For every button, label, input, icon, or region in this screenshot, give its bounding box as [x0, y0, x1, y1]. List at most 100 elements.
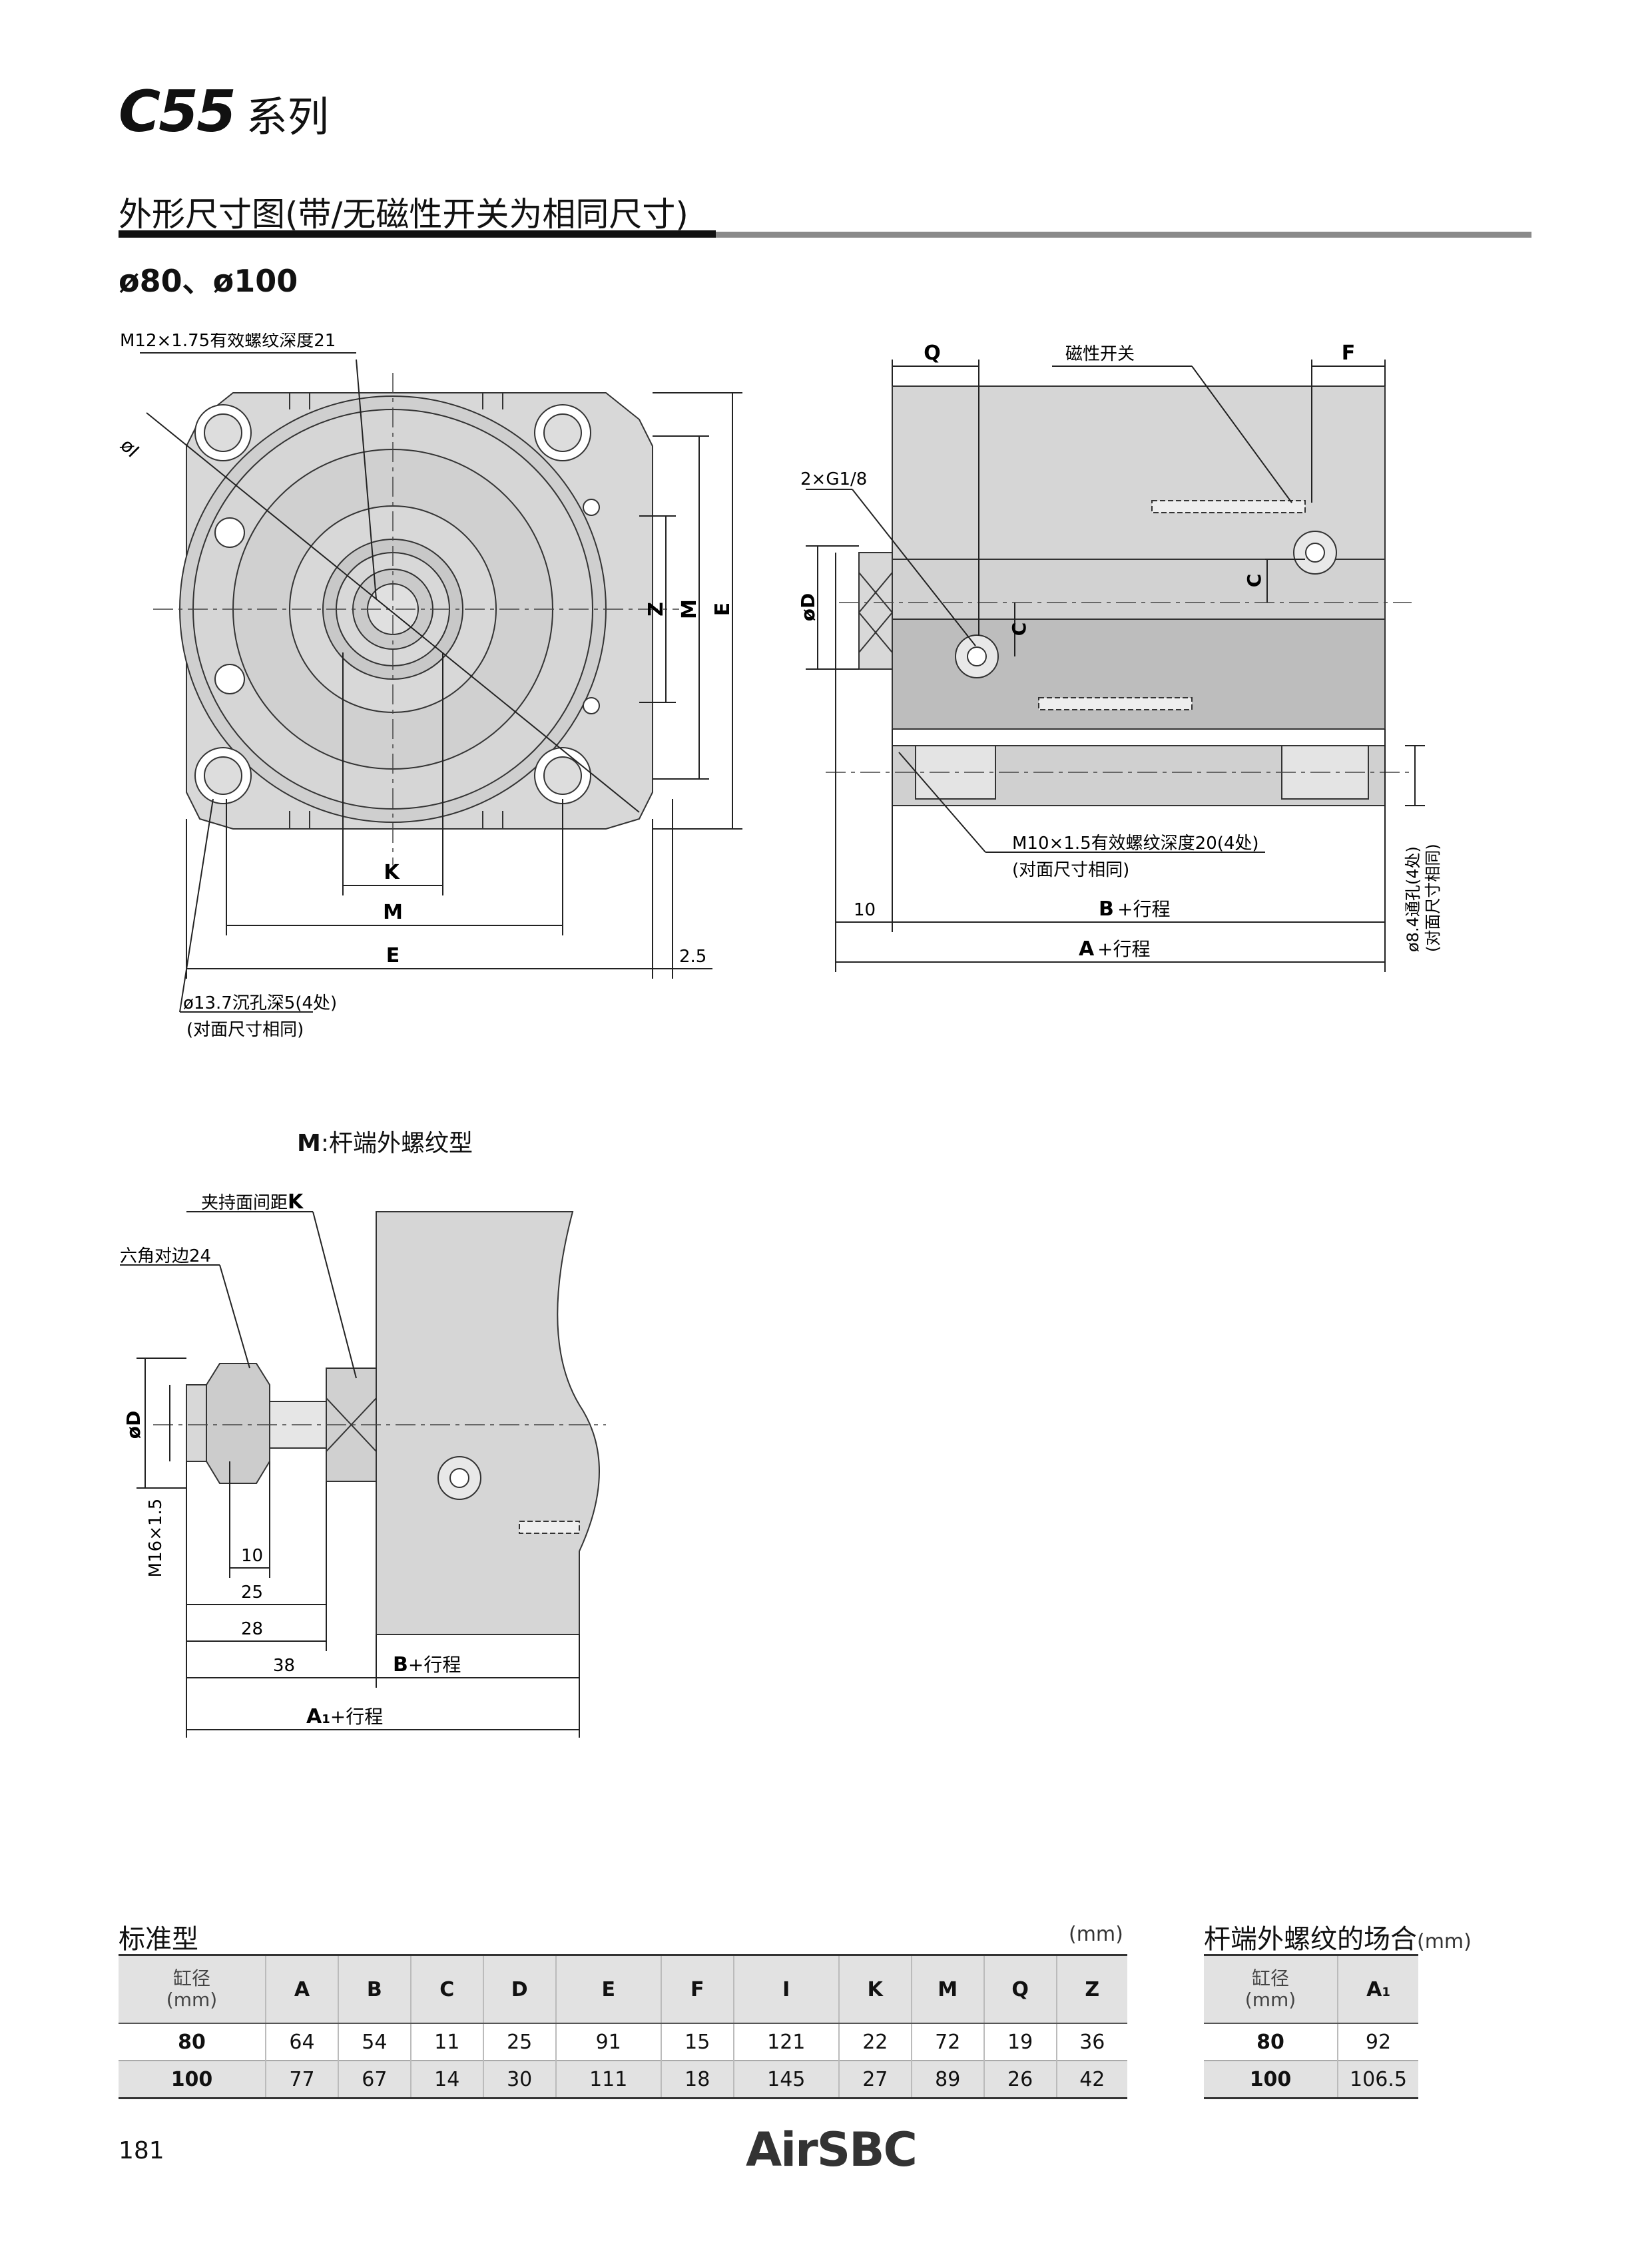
dim-m-label: M	[383, 901, 403, 924]
dim-b-label: B	[1099, 897, 1114, 921]
col-d: D	[482, 1956, 556, 2024]
counterbore-note-2: (对面尺寸相同)	[186, 1020, 304, 1040]
m-dim-b: B+行程	[393, 1653, 461, 1676]
counterbore-note: ø13.7沉孔深5(4处)	[183, 993, 337, 1013]
m-type-title: M:杆端外螺纹型	[297, 1124, 473, 1158]
dim-e-v-label: E	[711, 603, 734, 617]
dim-b-suffix: +行程	[1117, 898, 1170, 920]
dim-f-label: F	[1342, 342, 1356, 365]
standard-table-unit: (mm)	[1069, 1923, 1123, 1946]
dim-d-label: øD	[797, 593, 819, 621]
title-rule-gray	[716, 232, 1531, 238]
dim-10-label: 10	[854, 900, 876, 920]
port-note: 2×G1/8	[800, 469, 867, 489]
cell: 77	[265, 2060, 338, 2097]
m-dim-d-label: øD	[123, 1411, 144, 1439]
hex-label: 六角对边24	[120, 1246, 211, 1266]
clamp-k: K	[288, 1190, 304, 1214]
dim-2-5-label: 2.5	[679, 947, 706, 967]
m-type-drawing: 夹持面间距K 六角对边24 øD M16×1.5 10 25 28 38 B+行…	[120, 1190, 606, 1738]
row-bore: 80	[1256, 2030, 1284, 2054]
cell: 54	[337, 2023, 411, 2061]
thread-note: M12×1.75有效螺纹深度21	[120, 333, 336, 351]
page-number: 181	[119, 2137, 164, 2164]
cell: 14	[410, 2060, 483, 2097]
m-dim-28: 28	[241, 1619, 263, 1639]
cell: 106.5	[1337, 2060, 1418, 2097]
col-a: A	[265, 1956, 338, 2024]
title-rule-dark	[119, 230, 716, 238]
cell: 145	[732, 2060, 839, 2097]
table-row: 80 92	[1204, 2023, 1418, 2061]
m-dim-38: 38	[273, 1656, 295, 1676]
dim-q-label: Q	[924, 342, 941, 365]
side-view-drawing: Q 磁性开关 F 2×G1/8 øD C C M10×1.5有效螺纹深度20(4…	[797, 342, 1442, 972]
rod-table-title: 杆端外螺纹的场合(mm)	[1204, 1924, 1472, 1955]
dim-e-label: E	[386, 944, 400, 967]
dim-k-label: K	[384, 861, 400, 884]
cell: 18	[660, 2060, 734, 2097]
through-hole-note-2: (对面尺寸相同)	[1424, 844, 1442, 952]
dim-z-label: Z	[645, 602, 668, 617]
table-row: 80 64 54 11 25 91 15 121 22 72 19 36	[119, 2023, 1127, 2061]
table-row: 100 106.5	[1204, 2060, 1418, 2097]
cell: 27	[838, 2060, 912, 2097]
row-bore: 100	[119, 2060, 266, 2097]
cell: 42	[1055, 2060, 1127, 2097]
clamp-label: 夹持面间距K	[201, 1190, 304, 1214]
switch-label: 磁性开关	[1065, 344, 1135, 364]
cell: 89	[910, 2060, 984, 2097]
rod-bore-header: 缸径(mm)	[1204, 1956, 1338, 2024]
cell: 26	[983, 2060, 1057, 2097]
row-bore: 80	[178, 2030, 206, 2054]
side-thread-note-2: (对面尺寸相同)	[1012, 860, 1129, 880]
col-c: C	[410, 1956, 483, 2024]
front-view-drawing: øI M12×1.75有效螺纹深度21 K M E Z M E 2.5 ø13.…	[116, 333, 742, 1040]
standard-table-title: 标准型	[119, 1924, 198, 1955]
rod-table: 缸径(mm) A1 80 92 100 106.5	[1204, 1956, 1418, 2097]
bore-title: ø80、ø100	[119, 263, 298, 299]
standard-table: 缸径(mm) A B C D E F I K M Q Z 80 64 54 11…	[119, 1956, 1127, 2097]
col-q: Q	[983, 1956, 1057, 2024]
cell: 91	[555, 2023, 661, 2061]
col-k: K	[838, 1956, 912, 2024]
standard-table-wrap: 缸径(mm) A B C D E F I K M Q Z 80 64 54 11…	[119, 1954, 1127, 2099]
dim-c-label: C	[1243, 574, 1265, 588]
series-suffix: 系列	[246, 93, 329, 141]
side-thread-note: M10×1.5有效螺纹深度20(4处)	[1012, 834, 1259, 854]
dim-a-label: A	[1079, 937, 1095, 961]
thread-size-label: M16×1.5	[146, 1499, 166, 1578]
m-type-text: :杆端外螺纹型	[320, 1130, 473, 1157]
m-dim-25: 25	[241, 1583, 263, 1603]
cell: 121	[732, 2023, 839, 2061]
cell: 64	[265, 2023, 338, 2061]
table-row: 100 77 67 14 30 111 18 145 27 89 26 42	[119, 2060, 1127, 2097]
cell: 92	[1337, 2023, 1418, 2061]
cell: 111	[555, 2060, 661, 2097]
col-m: M	[910, 1956, 984, 2024]
brand-logo: AirSBC	[746, 2122, 918, 2177]
row-bore: 100	[1204, 2060, 1338, 2097]
dim-m-v-label: M	[678, 599, 701, 619]
cell: 72	[910, 2023, 984, 2061]
col-f: F	[660, 1956, 734, 2024]
through-hole-note: ø8.4通孔(4处)	[1404, 846, 1422, 952]
dim-a-suffix: +行程	[1097, 938, 1150, 960]
col-e: E	[555, 1956, 661, 2024]
section-title: 外形尺寸图(带/无磁性开关为相同尺寸)	[119, 195, 688, 234]
dim-i-label: øI	[116, 434, 143, 461]
cell: 25	[482, 2023, 556, 2061]
col-a1: A1	[1337, 1956, 1418, 2024]
cell: 22	[838, 2023, 912, 2061]
m-type-code: M	[297, 1130, 321, 1157]
m-dim-a1: A1+行程	[306, 1705, 383, 1728]
cell: 36	[1055, 2023, 1127, 2061]
cell: 67	[337, 2060, 411, 2097]
rod-table-unit: (mm)	[1417, 1930, 1472, 1953]
rod-table-wrap: 缸径(mm) A1 80 92 100 106.5	[1204, 1954, 1418, 2099]
m-dim-10: 10	[241, 1546, 263, 1566]
col-z: Z	[1055, 1956, 1127, 2024]
cell: 19	[983, 2023, 1057, 2061]
cell: 11	[410, 2023, 483, 2061]
